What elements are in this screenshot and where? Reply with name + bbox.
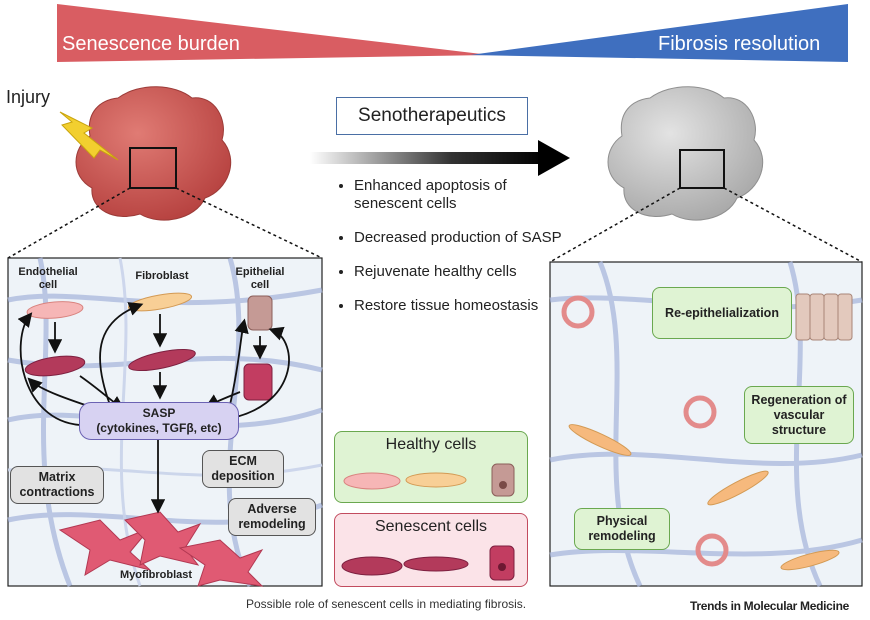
matrix-contractions-box: Matrix contractions [10, 466, 104, 504]
endothelial-cell-senescent [24, 355, 86, 377]
fibrosis-resolution-wedge [470, 4, 848, 62]
vascular-regeneration-box: Regeneration of vascular structure [744, 386, 854, 444]
healthy-fibroblast-right-1 [568, 424, 632, 456]
healthy-tissue [607, 86, 764, 221]
transition-arrow-shaft [310, 152, 545, 164]
bullet-sasp: Decreased production of SASP [354, 229, 574, 247]
arrow-sasp-endo-loop [17, 312, 81, 426]
adverse-remodeling-box: Adverse remodeling [228, 498, 316, 536]
ecm-deposition-box: ECM deposition [202, 450, 284, 488]
zoom-line-left-a [7, 187, 131, 259]
reepithelialization-box: Re-epithelialization [652, 287, 792, 339]
endothelial-cell-label: Endothelial cell [18, 266, 78, 291]
healthy-fibroblast-right-3 [780, 549, 840, 571]
healthy-fibroblast-right-2 [707, 470, 769, 506]
vessel-ring-1 [561, 295, 595, 329]
myofibroblast-3 [178, 539, 264, 587]
senotherapeutics-title: Senotherapeutics [336, 97, 528, 135]
epithelial-cell-healthy [247, 295, 273, 331]
injured-zoom-box [129, 147, 177, 189]
arrow-sasp-fibro [99, 302, 144, 406]
arrow-sasp-epi-loop [219, 326, 290, 421]
bullet-homeostasis: Restore tissue homeostasis [354, 297, 574, 315]
lightning-bolt-icon [59, 111, 119, 161]
journal-brand: Trends in Molecular Medicine [690, 599, 849, 613]
transition-arrow-head [538, 140, 570, 176]
myofibroblast-2 [124, 511, 202, 566]
bullet-rejuvenate: Rejuvenate healthy cells [354, 263, 574, 281]
sasp-subtitle: (cytokines, TGFβ, etc) [96, 421, 222, 435]
vessel-ring-3 [695, 533, 729, 567]
zoom-line-right-b [723, 187, 863, 263]
healthy-zoom-box [679, 149, 725, 189]
sasp-title: SASP [142, 406, 176, 420]
vessel-ring-2 [683, 395, 717, 429]
fibrosis-resolution-label: Fibrosis resolution [658, 33, 821, 55]
healthy-cells-title: Healthy cells [385, 436, 477, 453]
epithelial-cell-senescent [243, 363, 273, 401]
epithelial-cell-label: Epithelial cell [235, 266, 285, 291]
arrow-sasp-epi [229, 318, 249, 406]
myofibroblast-1 [58, 519, 151, 577]
senotherapeutics-bullets: Enhanced apoptosis of senescent cells De… [334, 177, 574, 331]
bullet-apoptosis: Enhanced apoptosis of senescent cells [354, 177, 574, 213]
senescent-cells-title: Senescent cells [374, 518, 488, 535]
zoom-line-right-a [549, 187, 681, 263]
senescence-burden-wedge [57, 4, 490, 62]
senescence-burden-label: Senescence burden [62, 33, 240, 55]
legend-icons-overlay [341, 463, 515, 581]
fibroblast-label: Fibroblast [135, 270, 189, 282]
fibroblast-senescent [128, 348, 196, 372]
myofibroblast-label: Myofibroblast [119, 569, 193, 581]
epithelium-cells [795, 293, 853, 341]
injury-label: Injury [6, 87, 51, 107]
injured-tissue [75, 86, 232, 221]
zoom-line-left-b [175, 187, 323, 259]
figure-caption: Possible role of senescent cells in medi… [246, 597, 527, 611]
physical-remodeling-box: Physical remodeling [574, 508, 670, 550]
sasp-box: SASP (cytokines, TGFβ, etc) [79, 402, 239, 440]
